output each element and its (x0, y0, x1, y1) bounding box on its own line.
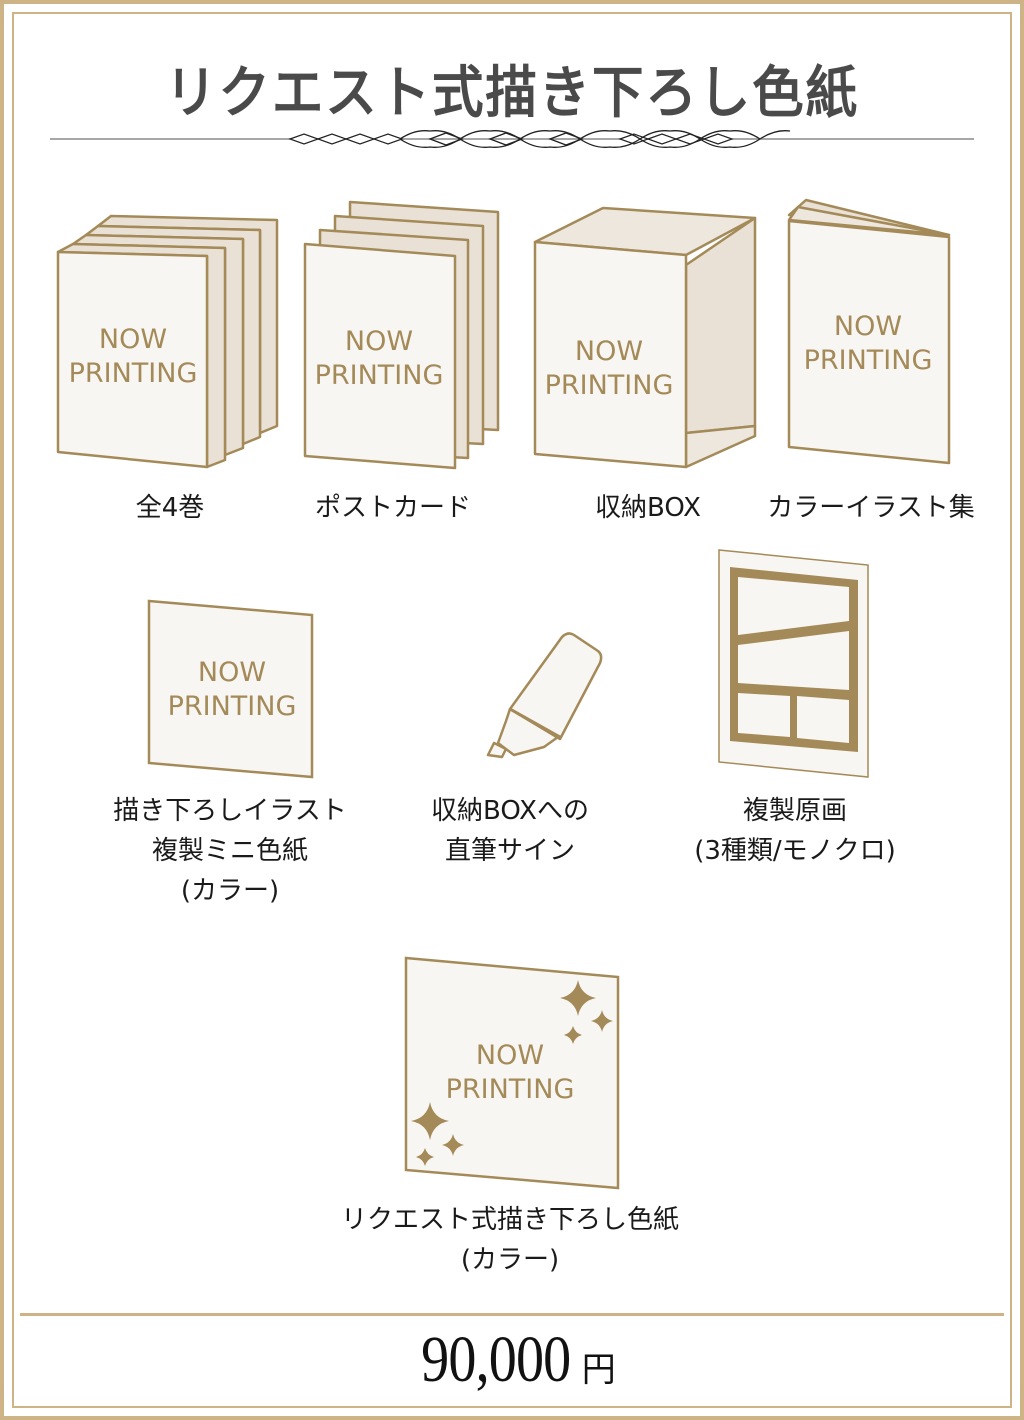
postcard-stack-icon: NOW PRINTING (303, 200, 500, 470)
price-amount: 90,000 (421, 1323, 571, 1396)
svg-text:NOW: NOW (834, 311, 902, 342)
item-label: 収納BOXへの 直筆サイン (431, 796, 589, 866)
svg-text:PRINTING: PRINTING (315, 360, 444, 391)
svg-text:NOW: NOW (198, 657, 266, 688)
storage-box-icon: NOW PRINTING (533, 206, 757, 469)
item-label: カラーイラスト集 (767, 493, 975, 523)
item-label: 描き下ろしイラスト 複製ミニ色紙 (カラー) (113, 796, 347, 906)
item-label: リクエスト式描き下ろし色紙 (カラー) (340, 1205, 679, 1275)
svg-text:PRINTING: PRINTING (545, 370, 674, 401)
marker-pen-icon (486, 632, 603, 759)
book-set-icon: NOW PRINTING (56, 214, 279, 469)
item-label: 複製原画 (3種類/モノクロ) (694, 796, 896, 866)
item-storage-box: NOW PRINTING 収納BOX (533, 200, 763, 540)
svg-text:PRINTING: PRINTING (69, 358, 198, 389)
item-label: 全4巻 (135, 493, 205, 523)
booklet-icon: NOW PRINTING (787, 198, 951, 465)
svg-text:NOW: NOW (99, 324, 167, 355)
mini-shikishi-icon: NOW PRINTING (147, 599, 314, 779)
page-title: リクエスト式描き下ろし色紙 (165, 60, 859, 126)
sparkle-shikishi-icon: NOW PRINTING (404, 956, 620, 1190)
item-autograph: 収納BOXへの 直筆サイン (410, 595, 610, 895)
item-label: 収納BOX (595, 493, 701, 523)
manga-panel-icon (718, 549, 869, 778)
svg-text:PRINTING: PRINTING (804, 345, 933, 376)
item-books: NOW PRINTING 全4巻 (55, 200, 285, 540)
item-original-art: 複製原画 (3種類/モノクロ) (660, 545, 930, 895)
item-label: ポストカード (314, 493, 471, 523)
inner-frame (12, 12, 1012, 1408)
svg-text:PRINTING: PRINTING (446, 1074, 575, 1105)
item-request-shikishi: NOW PRINTING リクエスト式描き下ろし色紙 (カラー) (300, 950, 720, 1280)
item-color-illustrations: NOW PRINTING カラーイラスト集 (767, 195, 975, 540)
svg-text:PRINTING: PRINTING (168, 691, 297, 722)
ornamental-divider-icon (50, 130, 974, 148)
sparkle-icon (411, 980, 613, 1166)
svg-text:NOW: NOW (575, 336, 643, 367)
item-mini-shikishi: NOW PRINTING 描き下ろしイラスト 複製ミニ色紙 (カラー) (90, 595, 370, 915)
price: 90,000 円 (0, 1322, 1024, 1398)
item-postcards: NOW PRINTING ポストカード (303, 200, 503, 540)
svg-text:NOW: NOW (345, 326, 413, 357)
svg-text:NOW: NOW (476, 1040, 544, 1071)
price-unit: 円 (581, 1352, 616, 1389)
price-divider (20, 1313, 1004, 1316)
